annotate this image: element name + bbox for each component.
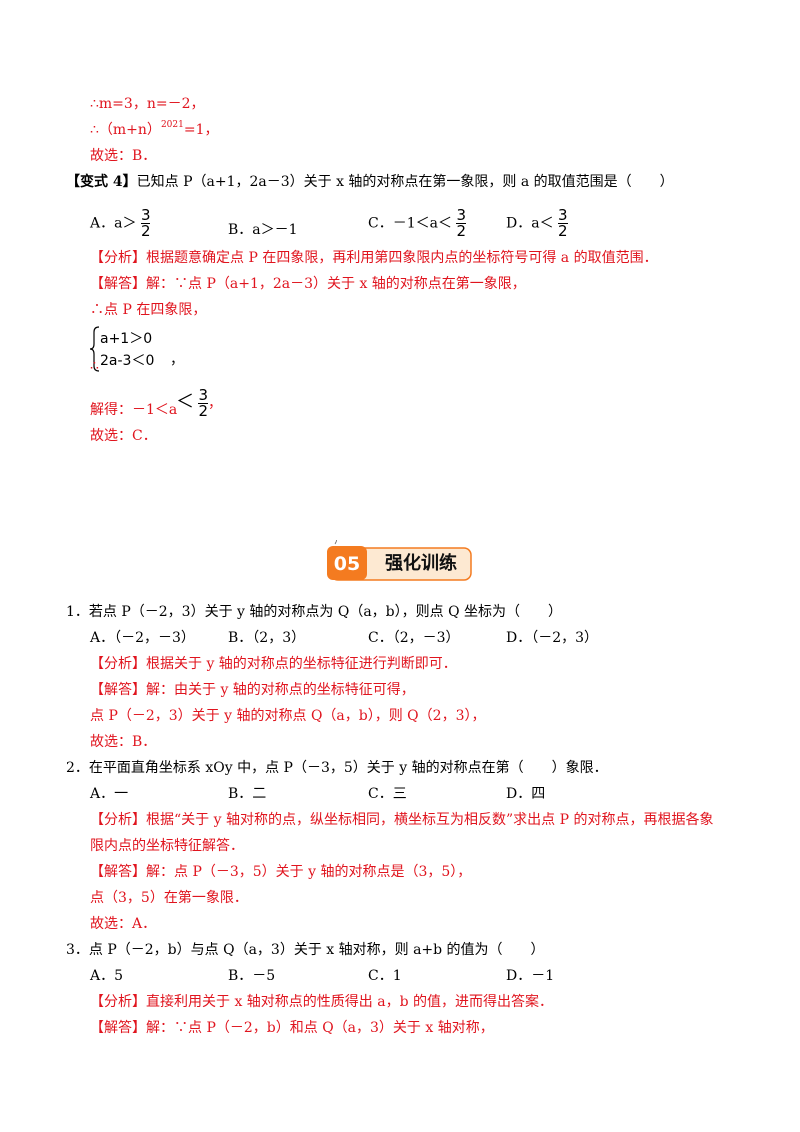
q1-analysis: 【分析】根据关于 y 轴的对称点的坐标特征进行判断即可． — [90, 656, 457, 672]
q2-analysis-2: 限内点的坐标特征解答． — [90, 838, 244, 854]
option-text: －1＜a＜ — [392, 215, 452, 232]
inequality-system: a+1＞0 2a-3＜0 — [90, 326, 210, 372]
system-therefore: ∴ — [90, 358, 99, 374]
q2-option-a: A．一 — [90, 786, 129, 802]
section-banner: 05 强化训练 — [325, 540, 475, 584]
option-text: a＞ — [114, 215, 137, 232]
variant4-answer-1: 【解答】解：∵点 P（a+1，2a－3）关于 x 轴的对称点在第一象限， — [90, 276, 526, 292]
variant4-question-text: 已知点 P（a+1，2a－3）关于 x 轴的对称点在第一象限，则 a 的取值范围… — [136, 174, 674, 190]
q3-stem: 3．点 P（－2，b）与点 Q（a，3）关于 x 轴对称，则 a+b 的值为（ … — [66, 942, 545, 958]
banner-title: 强化训练 — [385, 553, 457, 574]
top-line-1: ∴m=3，n=－2， — [90, 96, 205, 112]
solve-post: ， — [208, 395, 222, 412]
top-line-2-post: =1， — [183, 122, 219, 138]
banner-number: 05 — [333, 553, 361, 575]
fraction-den: 2 — [140, 222, 151, 240]
option-text: a＜ — [531, 215, 554, 232]
q3-option-d: D．－1 — [506, 968, 555, 984]
fraction-num: 3 — [198, 386, 208, 404]
q1-option-b: B．（2，3） — [228, 630, 306, 646]
fraction-num: 3 — [140, 206, 151, 224]
system-row-2: 2a-3＜0 — [100, 353, 155, 369]
solve-pre: 解得：－1＜a — [90, 402, 178, 418]
variant4-answer-2: ∴点 P 在四象限， — [90, 302, 207, 318]
variant4-option-b: B．a＞－1 — [228, 220, 298, 240]
q2-option-d: D．四 — [506, 786, 546, 802]
solve-lt: ＜ — [176, 391, 194, 413]
variant4-solve: 解得：－1＜a — [90, 400, 177, 420]
q3-option-b: B．－5 — [228, 968, 276, 984]
q2-answer-1: 【解答】解：点 P（－3，5）关于 y 轴的对称点是（3，5）， — [90, 864, 472, 880]
fraction-den: 2 — [558, 222, 568, 240]
q1-choose: 故选：B． — [90, 734, 157, 750]
q1-answer-2: 点 P（－2，3）关于 y 轴的对称点 Q（a，b），则 Q（2，3）， — [90, 708, 486, 724]
top-line-3: 故选：B． — [90, 148, 157, 164]
q2-option-b: B．二 — [228, 786, 267, 802]
option-text: a＞－1 — [252, 222, 298, 238]
q1-option-d: D．（－2，3） — [506, 630, 599, 646]
q3-option-a: A．5 — [90, 968, 124, 984]
variant4-choose: 故选：C． — [90, 428, 157, 444]
top-line-2: ∴（m+n）2021=1， — [90, 120, 218, 142]
top-line-2-pre: ∴（m+n） — [90, 122, 161, 138]
left-brace-icon — [90, 326, 100, 372]
system-comma: ， — [170, 352, 184, 368]
system-row-1: a+1＞0 — [100, 331, 153, 347]
q1-option-c: C．（2，－3） — [368, 630, 460, 646]
q3-answer-1: 【解答】解：∵点 P（－2，b）和点 Q（a，3）关于 x 轴对称， — [90, 1020, 494, 1036]
variant4-question: 【变式 4】已知点 P（a+1，2a－3）关于 x 轴的对称点在第一象限，则 a… — [66, 172, 674, 192]
variant4-analysis: 【分析】根据题意确定点 P 在四象限，再利用第四象限内点的坐标符号可得 a 的取… — [90, 250, 658, 266]
q2-analysis-1: 【分析】根据“关于 y 轴对称的点，纵坐标相同，横坐标互为相反数”求出点 P 的… — [90, 812, 714, 828]
q3-option-c: C．1 — [368, 968, 402, 984]
fraction-den: 2 — [198, 402, 208, 420]
banner-background-icon — [327, 540, 472, 581]
fraction-num: 3 — [558, 206, 568, 224]
q2-choose: 故选：A． — [90, 916, 157, 932]
fraction-den: 2 — [456, 222, 466, 240]
option-label: A． — [90, 215, 115, 232]
option-label: B． — [228, 222, 253, 238]
option-label: D． — [506, 215, 532, 232]
q2-stem: 2．在平面直角坐标系 xOy 中，点 P（－3，5）关于 y 轴的对称点在第（ … — [66, 760, 608, 776]
q2-option-c: C．三 — [368, 786, 407, 802]
q1-option-a: A．（－2，－3） — [90, 630, 195, 646]
q3-analysis: 【分析】直接利用关于 x 轴对称点的性质得出 a，b 的值，进而得出答案． — [90, 994, 554, 1010]
variant4-tag: 【变式 4】 — [66, 174, 137, 190]
q2-answer-2: 点（3，5）在第一象限． — [90, 890, 248, 906]
q1-stem: 1．若点 P（－2，3）关于 y 轴的对称点为 Q（a，b），则点 Q 坐标为（… — [66, 604, 563, 620]
top-line-2-sup: 2021 — [160, 120, 184, 130]
fraction-num: 3 — [456, 206, 466, 224]
q1-answer-1: 【解答】解：由关于 y 轴的对称点的坐标特征可得， — [90, 682, 415, 698]
option-label: C． — [368, 215, 393, 232]
